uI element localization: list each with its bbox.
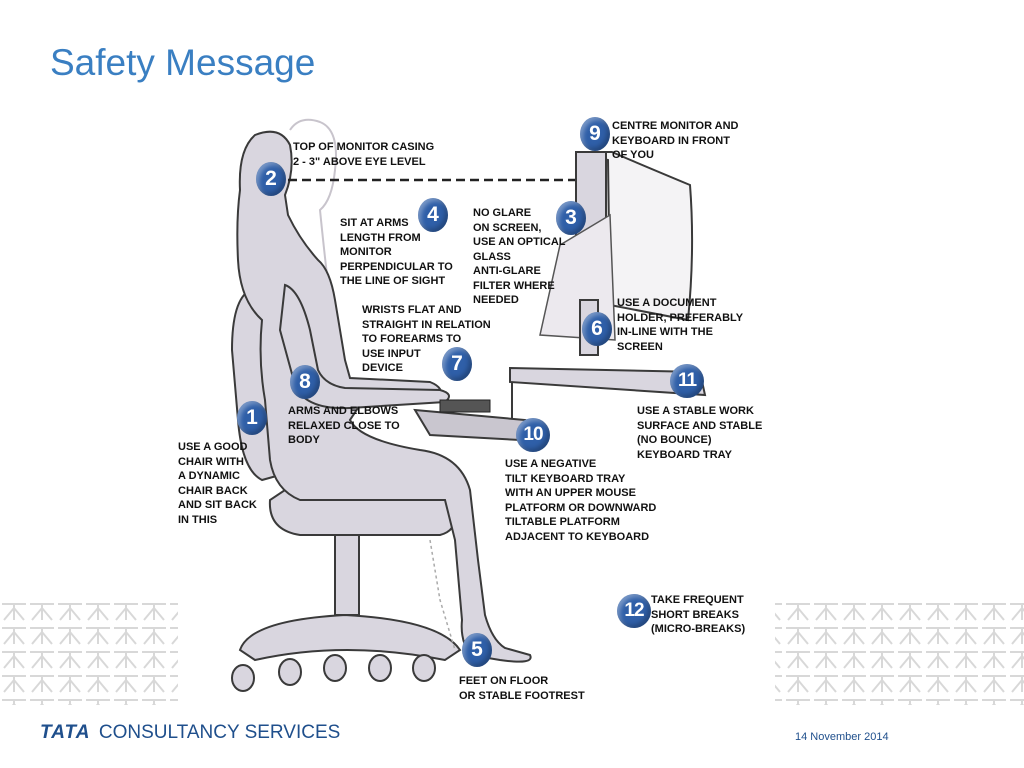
badge-9: 9 bbox=[580, 117, 610, 151]
label-monitor-height: TOP OF MONITOR CASING 2 - 3" ABOVE EYE L… bbox=[293, 141, 435, 168]
footer-date: 14 November 2014 bbox=[795, 731, 889, 743]
label-stable-surface: USE A STABLE WORK SURFACE AND STABLE (NO… bbox=[637, 405, 763, 461]
logo-mark: TATA bbox=[40, 722, 91, 743]
logo-text: CONSULTANCY SERVICES bbox=[98, 722, 341, 743]
person-arm bbox=[278, 283, 450, 410]
badge-5: 5 bbox=[462, 633, 492, 667]
label-keyboard-tray: USE A NEGATIVE TILT KEYBOARD TRAY WITH A… bbox=[505, 458, 657, 543]
monitor bbox=[577, 151, 694, 322]
badge-10: 10 bbox=[516, 418, 550, 452]
label-no-glare: NO GLARE ON SCREEN, USE AN OPTICAL GLASS… bbox=[473, 207, 566, 306]
badge-3: 3 bbox=[556, 201, 586, 235]
label-arms-elbows: ARMS AND ELBOWS RELAXED CLOSE TO BODY bbox=[288, 405, 400, 446]
chair-caster bbox=[231, 664, 255, 692]
chair-caster bbox=[412, 654, 436, 682]
label-document-holder: USE A DOCUMENT HOLDER, PREFERABLY IN-LIN… bbox=[617, 297, 744, 353]
label-centre-monitor: CENTRE MONITOR AND KEYBOARD IN FRONT OF … bbox=[612, 120, 739, 161]
label-arms-length: SIT AT ARMS LENGTH FROM MONITOR PERPENDI… bbox=[340, 217, 453, 287]
chair-base bbox=[238, 613, 462, 662]
right-pattern bbox=[775, 600, 1024, 705]
slide-title: Safety Message bbox=[50, 42, 316, 83]
badge-12: 12 bbox=[617, 594, 651, 628]
desk-surface bbox=[509, 366, 707, 397]
keyboard bbox=[439, 399, 491, 413]
left-pattern bbox=[0, 600, 178, 705]
company-logo: TATA CONSULTANCY SERVICES bbox=[40, 722, 340, 744]
badge-8: 8 bbox=[290, 365, 320, 399]
badge-2: 2 bbox=[256, 162, 286, 196]
badge-1: 1 bbox=[237, 401, 267, 435]
footrest-outline bbox=[429, 539, 456, 651]
chair-caster bbox=[278, 658, 302, 686]
keyboard-tray bbox=[413, 408, 527, 442]
label-good-chair: USE A GOOD CHAIR WITH A DYNAMIC CHAIR BA… bbox=[178, 441, 257, 526]
badge-6: 6 bbox=[582, 312, 612, 346]
label-breaks: TAKE FREQUENT SHORT BREAKS (MICRO-BREAKS… bbox=[651, 594, 746, 635]
badge-7: 7 bbox=[442, 347, 472, 381]
ghost-head bbox=[289, 118, 337, 301]
chair-caster bbox=[368, 654, 392, 682]
label-wrists-flat: WRISTS FLAT AND STRAIGHT IN RELATION TO … bbox=[362, 304, 491, 374]
badge-11: 11 bbox=[670, 364, 704, 398]
chair-post bbox=[334, 534, 360, 616]
chair-caster bbox=[323, 654, 347, 682]
badge-4: 4 bbox=[418, 198, 448, 232]
label-feet-on-floor: FEET ON FLOOR OR STABLE FOOTREST bbox=[459, 675, 585, 702]
